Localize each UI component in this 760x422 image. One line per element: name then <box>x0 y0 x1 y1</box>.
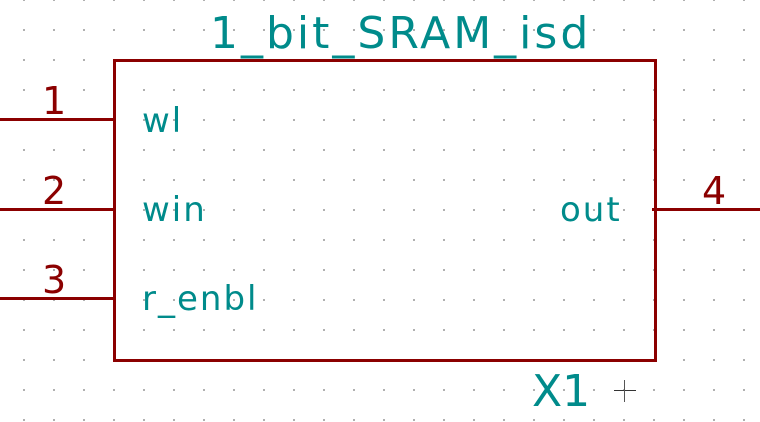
pin-4-name: out <box>560 190 622 230</box>
pin-4-wire[interactable] <box>652 208 760 211</box>
pin-2-wire[interactable] <box>0 208 116 211</box>
symbol-reference-label[interactable]: X1 <box>532 366 591 417</box>
symbol-anchor-crosshair-icon <box>614 380 636 402</box>
pin-1-wire[interactable] <box>0 118 116 121</box>
pin-2-number: 2 <box>42 169 67 213</box>
pin-1-name: wl <box>142 101 184 141</box>
pin-4-number: 4 <box>702 169 727 213</box>
pin-3-name: r_enbl <box>142 279 259 319</box>
pin-1-number: 1 <box>42 79 67 123</box>
pin-3-wire[interactable] <box>0 297 116 300</box>
symbol-value-label[interactable]: 1_bit_SRAM_isd <box>210 8 592 59</box>
pin-2-name: win <box>142 190 207 230</box>
pin-3-number: 3 <box>42 258 67 302</box>
